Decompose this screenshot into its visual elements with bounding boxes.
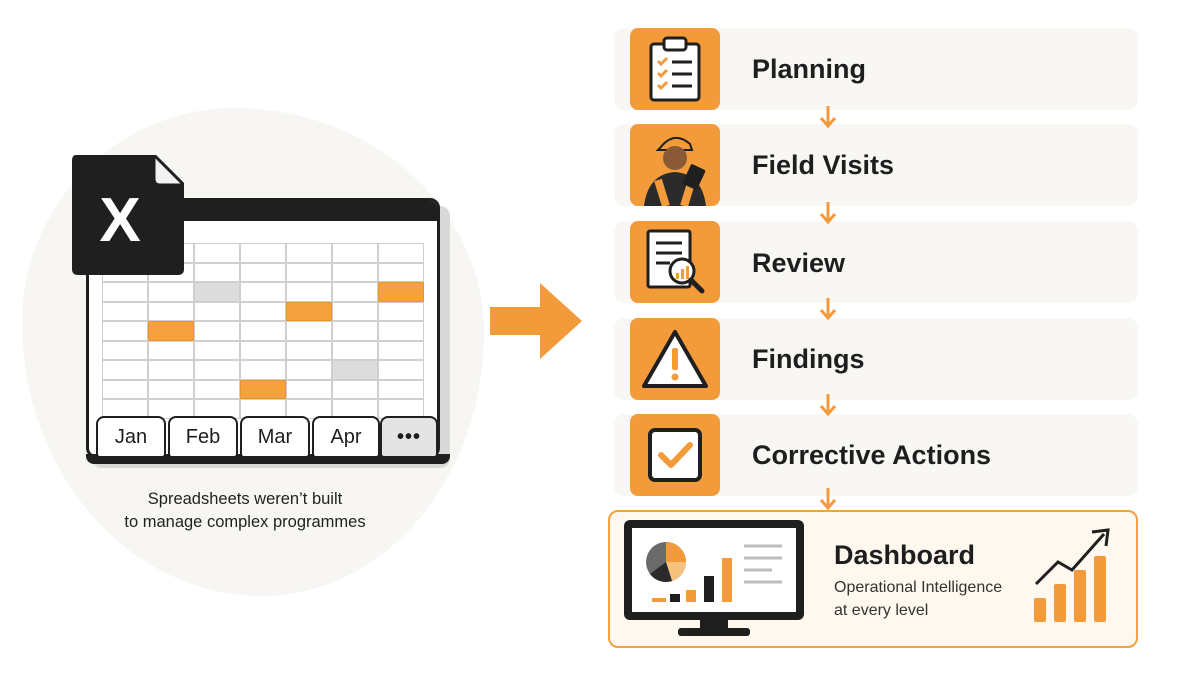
down-arrow-icon [819, 202, 837, 225]
grid-cell [332, 340, 378, 360]
grid-cell [286, 301, 332, 321]
grid-cell [240, 379, 286, 399]
grid-cell [286, 282, 332, 302]
left-caption: Spreadsheets weren’t built to manage com… [90, 488, 400, 534]
grid-cell [102, 340, 148, 360]
grid-cell [194, 301, 240, 321]
dashboard-title: Dashboard [834, 540, 976, 570]
clipboard-checklist-icon [630, 28, 720, 110]
grid-cell [194, 340, 240, 360]
grid-cell [240, 262, 286, 282]
grid-cell [378, 282, 424, 302]
grid-cell [240, 360, 286, 380]
grid-cell [286, 360, 332, 380]
grid-cell [378, 360, 424, 380]
step-label-findings: Findings [752, 344, 865, 374]
down-arrow-icon [819, 488, 837, 511]
grid-cell [240, 282, 286, 302]
dashboard-subtitle: Operational Intelligence at every level [834, 576, 1002, 622]
dashboard-subtitle-line: at every level [834, 602, 929, 619]
step-label-field-visits: Field Visits [752, 150, 895, 180]
grid-cell [102, 360, 148, 380]
file-icon-letter: X [99, 186, 140, 255]
grid-cell [102, 301, 148, 321]
step-label-review: Review [752, 248, 846, 278]
step-label-corrective-actions: Corrective Actions [752, 440, 992, 470]
grid-cell [148, 321, 194, 341]
grid-cell [102, 321, 148, 341]
grid-cell [286, 340, 332, 360]
growth-chart-icon [1034, 528, 1110, 622]
month-tab: Feb [168, 416, 238, 458]
grid-cell [240, 301, 286, 321]
grid-cell [286, 321, 332, 341]
grid-cell [148, 360, 194, 380]
grid-cell [240, 321, 286, 341]
grid-cell [378, 243, 424, 263]
grid-cell [286, 262, 332, 282]
caption-line: to manage complex programmes [124, 513, 366, 531]
dashboard-monitor-icon [624, 520, 804, 636]
grid-cell [240, 243, 286, 263]
grid-cell [148, 301, 194, 321]
step-label-planning: Planning [752, 54, 866, 84]
grid-cell [148, 340, 194, 360]
grid-cell [378, 262, 424, 282]
grid-cell [194, 282, 240, 302]
grid-cell [332, 301, 378, 321]
spreadsheet-file-icon: X [72, 151, 188, 275]
checkbox-check-icon [630, 414, 720, 496]
month-tab: Mar [240, 416, 310, 458]
grid-cell [286, 379, 332, 399]
grid-cell [102, 379, 148, 399]
grid-cell [240, 340, 286, 360]
grid-cell [332, 379, 378, 399]
caption-line: Spreadsheets weren’t built [147, 490, 343, 508]
down-arrow-icon [819, 394, 837, 417]
field-worker-tablet-icon [630, 124, 720, 206]
grid-cell [194, 262, 240, 282]
grid-cell [332, 282, 378, 302]
grid-cell [378, 379, 424, 399]
grid-cell [148, 379, 194, 399]
document-magnifier-icon [630, 221, 720, 303]
dashboard-subtitle-line: Operational Intelligence [834, 579, 1003, 596]
grid-cell [332, 360, 378, 380]
tabs-base [86, 454, 450, 464]
month-tab: Apr [312, 416, 380, 458]
grid-cell [332, 321, 378, 341]
grid-cell [194, 379, 240, 399]
grid-cell [286, 243, 332, 263]
warning-triangle-icon [630, 318, 720, 400]
grid-cell [378, 301, 424, 321]
right-arrow-icon [490, 283, 582, 359]
grid-cell [148, 282, 194, 302]
more-tab: ••• [380, 416, 438, 458]
grid-cell [194, 321, 240, 341]
grid-cell [332, 262, 378, 282]
grid-cell [286, 399, 332, 419]
grid-cell [332, 243, 378, 263]
grid-cell [378, 340, 424, 360]
month-tab: Jan [96, 416, 166, 458]
grid-cell [102, 282, 148, 302]
grid-cell [378, 321, 424, 341]
grid-cell [194, 360, 240, 380]
grid-cell [194, 243, 240, 263]
down-arrow-icon [819, 298, 837, 321]
down-arrow-icon [819, 106, 837, 129]
